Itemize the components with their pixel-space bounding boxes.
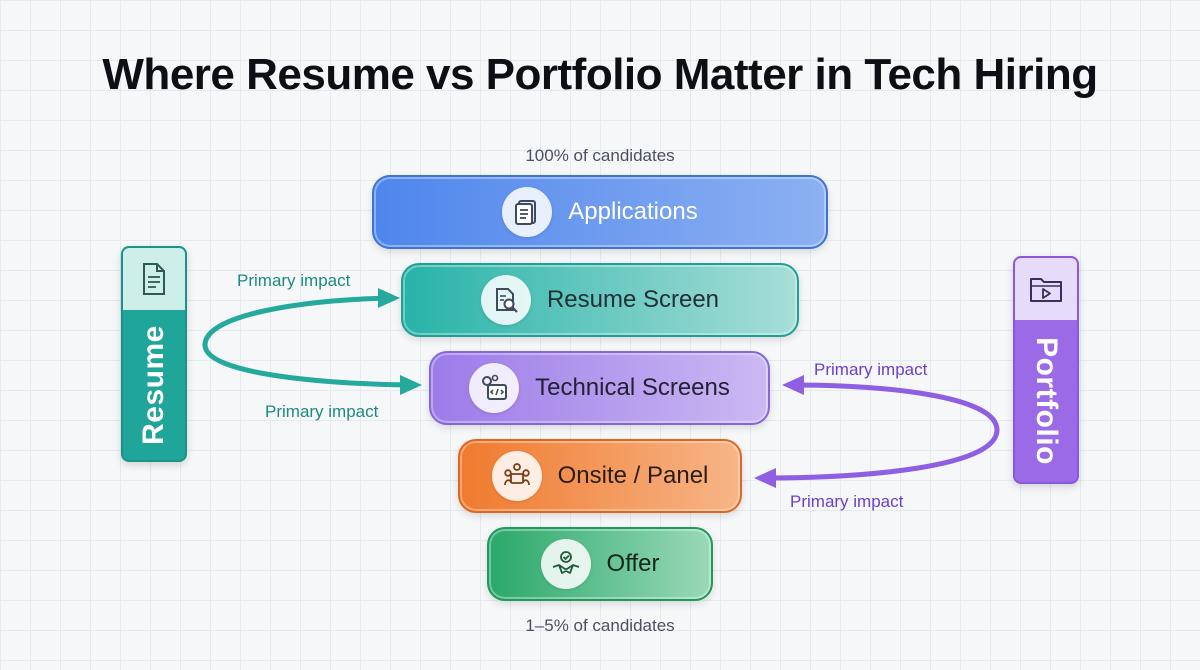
stage-label: Applications (568, 198, 698, 225)
stage-applications: Applications (372, 175, 828, 249)
portfolio-card: Portfolio (1013, 256, 1079, 484)
portfolio-label: Portfolio (1030, 337, 1063, 465)
stage-label: Onsite / Panel (557, 462, 709, 489)
document-icon (502, 187, 553, 237)
impact-label-resume-technical: Primary impact (265, 402, 379, 421)
code-gear-icon (469, 363, 520, 413)
top-caption: 100% of candidates (525, 146, 675, 165)
stage-label: Offer (606, 550, 660, 577)
stage-label: Technical Screens (535, 374, 730, 401)
handshake-check-icon (540, 539, 591, 589)
impact-label-portfolio-technical: Primary impact (814, 360, 928, 379)
meeting-table-icon (491, 451, 542, 501)
resume-arrow-to-technical (202, 342, 415, 388)
portfolio-arrowhead-1 (782, 375, 804, 395)
resume-arrowhead-1 (378, 288, 400, 308)
resume-card: Resume (121, 246, 187, 462)
video-folder-icon (1015, 258, 1077, 320)
impact-label-resume-screen: Primary impact (237, 271, 351, 290)
stage-technical-screens: Technical Screens (429, 351, 770, 425)
bottom-caption: 1–5% of candidates (525, 616, 675, 635)
portfolio-arrowhead-2 (754, 468, 776, 488)
stage-label: Resume Screen (546, 286, 720, 313)
portfolio-arrow-to-technical (789, 382, 1000, 433)
stage-onsite-panel: Onsite / Panel (458, 439, 742, 513)
stage-offer: Offer (487, 527, 713, 601)
document-search-icon (480, 275, 531, 325)
impact-label-portfolio-onsite: Primary impact (790, 492, 904, 511)
portfolio-arrow-to-onsite (761, 427, 1000, 481)
resume-document-icon (123, 248, 185, 310)
page-title: Where Resume vs Portfolio Matter in Tech… (102, 50, 1098, 99)
stage-resume-screen: Resume Screen (401, 263, 799, 337)
resume-label: Resume (137, 325, 170, 445)
resume-arrow-to-resume-screen (202, 295, 393, 348)
resume-arrowhead-2 (400, 375, 422, 395)
